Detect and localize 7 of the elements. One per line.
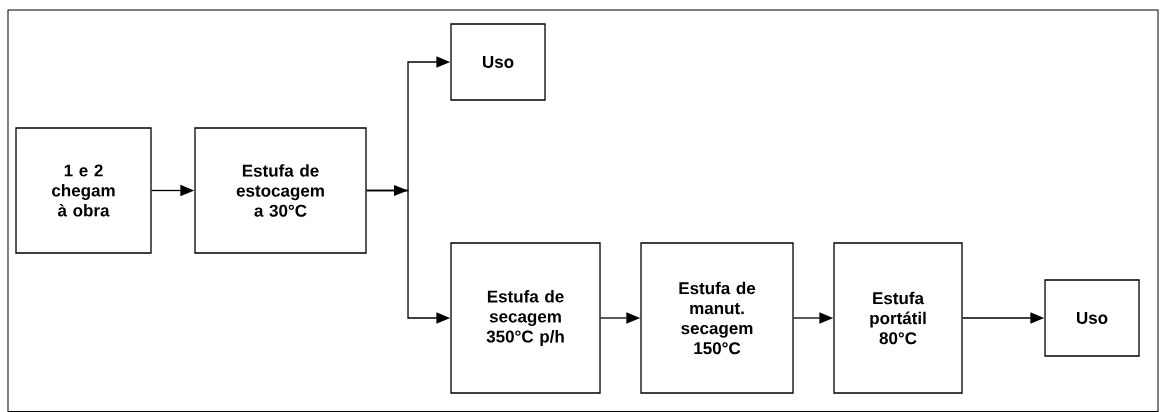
process-box: Estufa de estocagem a 30°C [194,127,367,254]
process-box: 1 e 2 chegam à obra [15,127,152,254]
process-box: Uso [450,23,546,101]
process-box: Estufa de secagem 350°C p/h [450,242,601,394]
process-box: Estufa portátil 80°C [833,242,963,394]
process-box: Estufa de manut. secagem 150°C [640,242,794,394]
process-box: Uso [1044,279,1140,357]
